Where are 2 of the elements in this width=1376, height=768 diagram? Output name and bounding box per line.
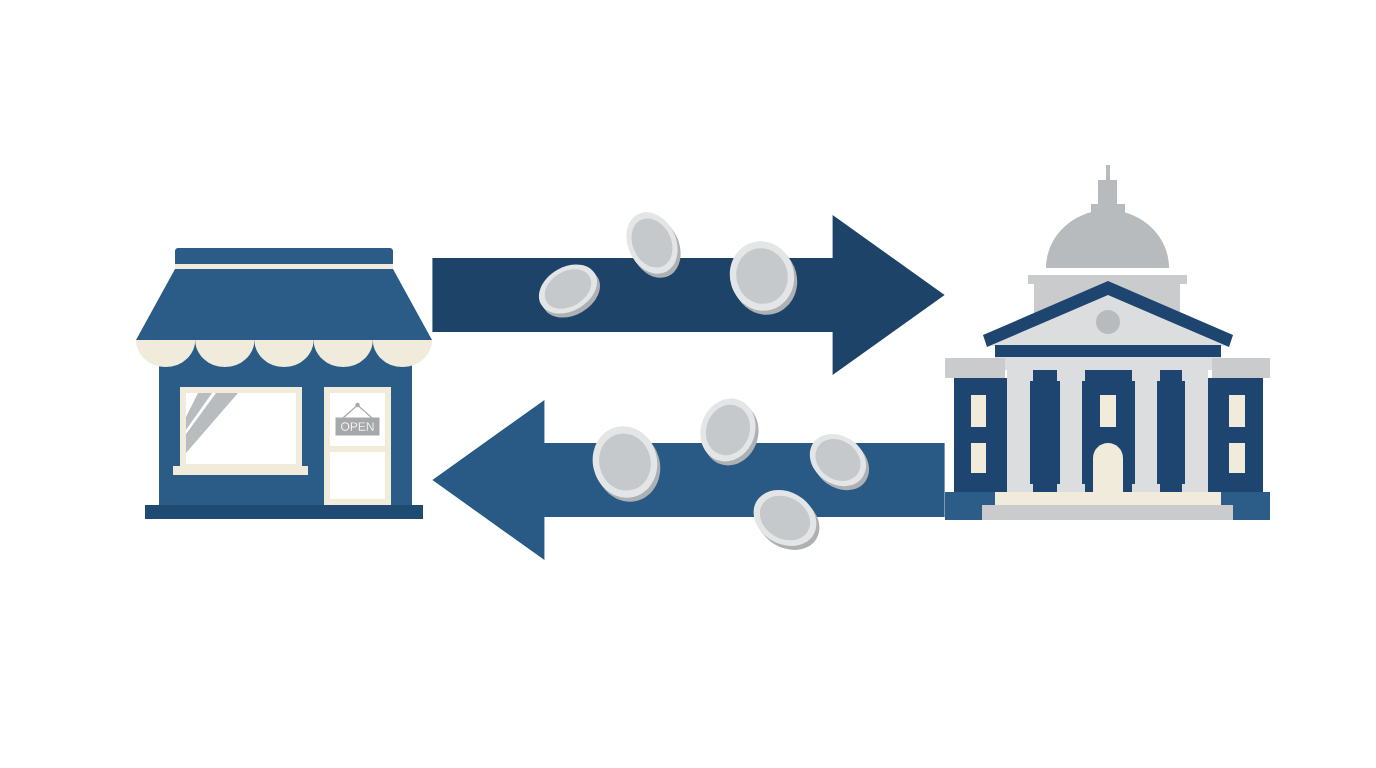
storefront-picture [136, 248, 432, 519]
building-picture [945, 165, 1270, 520]
